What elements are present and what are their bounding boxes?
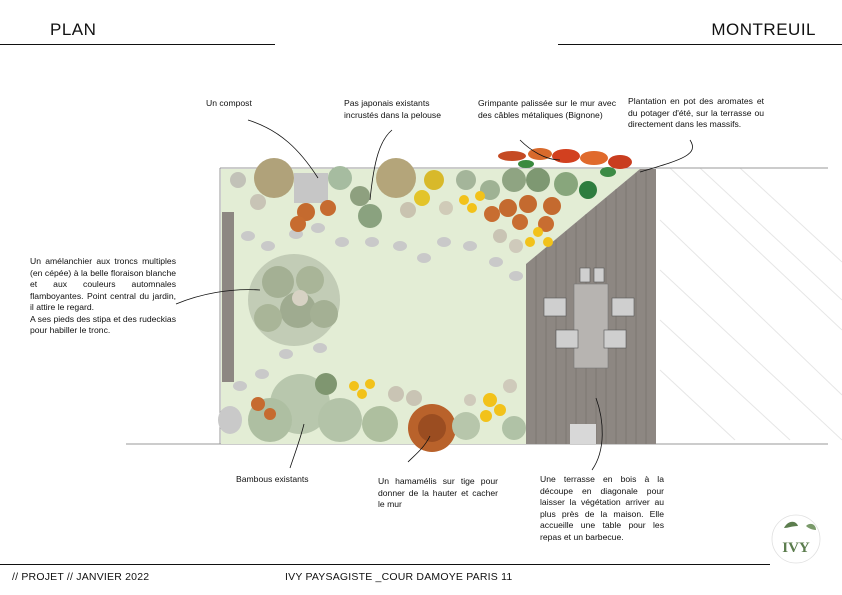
- footer-project-date: // PROJET // JANVIER 2022: [12, 571, 150, 583]
- footer-studio-address: IVY PAYSAGISTE _COUR DAMOYE PARIS 11: [285, 571, 513, 583]
- footer-rule: [0, 564, 770, 565]
- note-compost: Un compost: [206, 98, 252, 108]
- amelanchier-tree: [248, 254, 340, 346]
- logo-text: IVY: [782, 540, 810, 556]
- page-title: PLAN: [50, 20, 97, 39]
- note-grimpante: Grimpante palissée sur le mur avec des c…: [478, 98, 616, 120]
- leaf-icon: [784, 521, 798, 528]
- leaf-icon-2: [806, 523, 816, 530]
- left-bench: [222, 212, 234, 382]
- note-plantation: Plantation en pot des aromates et du pot…: [628, 96, 764, 129]
- note-bambous: Bambous existants: [236, 474, 309, 484]
- top-planting-bed: [230, 158, 597, 253]
- stepping-stones: [218, 223, 523, 434]
- leader-lines: [175, 119, 693, 471]
- note-amelanchier: Un amélanchier aux troncs multiples (en …: [30, 256, 176, 337]
- ivy-logo: IVY: [771, 514, 821, 564]
- note-pas-japonais: Pas japonais existants incrustés dans la…: [344, 98, 441, 120]
- header-rule-left: [0, 44, 275, 45]
- barbecue: [570, 424, 596, 444]
- climbing-plant-pots: [498, 148, 632, 177]
- note-hamamelis: Un hamamélis sur tige pour donner de la …: [378, 476, 498, 509]
- bottom-planting-bed: [248, 373, 526, 452]
- note-terrasse: Une terrasse en bois à la découpe en dia…: [540, 474, 664, 542]
- house-hatching: [659, 167, 842, 441]
- dining-table: [543, 267, 635, 369]
- location-title: MONTREUIL: [711, 20, 816, 39]
- note-amelanchier-main: Un amélanchier aux troncs multiples (en …: [30, 256, 176, 312]
- note-amelanchier-foot: A ses pieds des stipa et des rudeckias p…: [30, 313, 176, 336]
- compost: [294, 173, 328, 203]
- header-rule-right: [558, 44, 842, 45]
